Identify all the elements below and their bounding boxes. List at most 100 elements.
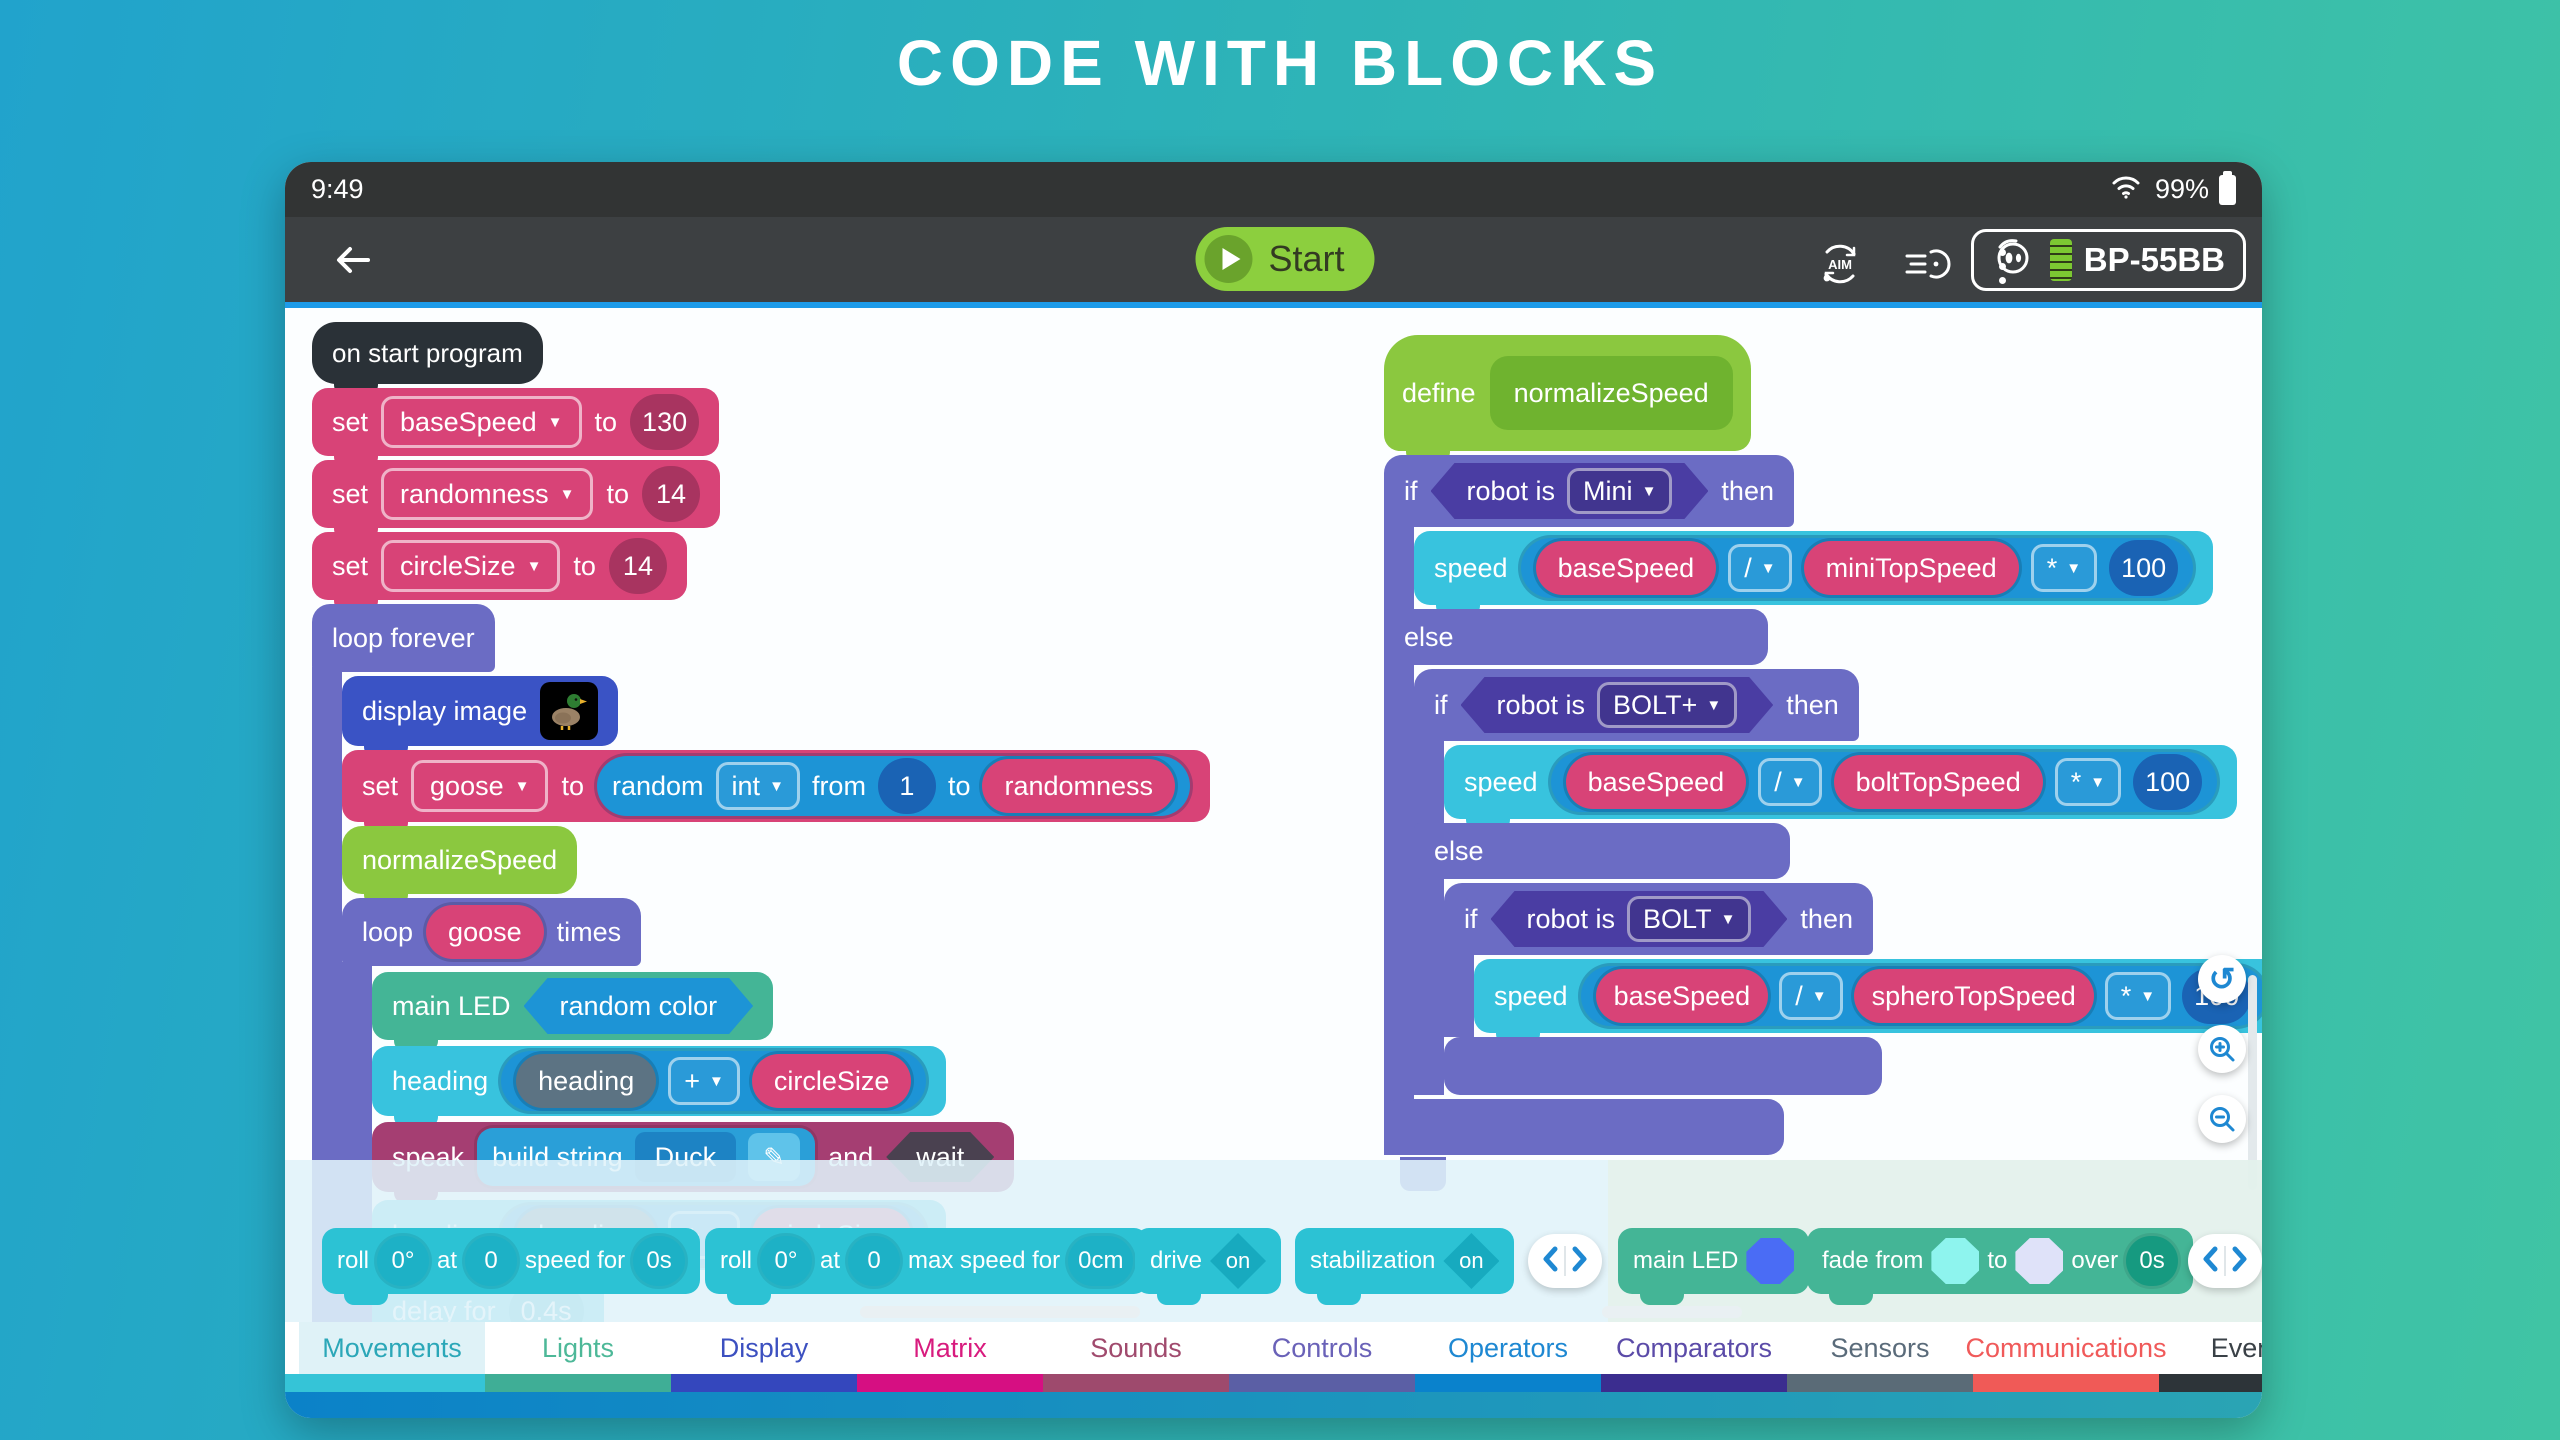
duck-image[interactable]	[540, 682, 599, 740]
toolbox-main-led-block[interactable]: main LED	[1618, 1228, 1810, 1305]
math-operator-block[interactable]: baseSpeed / ▼ spheroTopSpeed * ▼ 100	[1580, 966, 2262, 1026]
set-goose-random-block[interactable]: set goose ▼ to random int ▼ from 1 to ra…	[342, 750, 1211, 833]
tab-communications[interactable]: Communications	[1965, 1332, 2167, 1363]
value-field[interactable]: 14	[642, 466, 701, 522]
variable-pill[interactable]: boltTopSpeed	[1833, 755, 2043, 809]
variable-pill[interactable]: baseSpeed	[1565, 755, 1747, 809]
zoom-in-button[interactable]	[2198, 1025, 2246, 1073]
loop-times-block[interactable]: loop goose times	[342, 898, 642, 966]
value-field[interactable]: 0s	[633, 1236, 686, 1286]
back-button[interactable]	[329, 239, 377, 281]
chevron-right-icon[interactable]	[1572, 1246, 1588, 1277]
variable-pill[interactable]: miniTopSpeed	[1803, 541, 2019, 595]
value-field[interactable]: 100	[2109, 540, 2179, 596]
operator-dropdown[interactable]: + ▼	[668, 1057, 740, 1105]
value-field[interactable]: 0s	[2126, 1236, 2179, 1286]
canvas-vertical-scrollbar[interactable]	[2248, 975, 2257, 1190]
variable-pill[interactable]: spheroTopSpeed	[1853, 969, 2094, 1023]
random-int-block[interactable]: random int ▼ from 1 to randomness	[597, 756, 1191, 816]
random-type-dropdown[interactable]: int ▼	[715, 762, 800, 810]
value-field[interactable]: 14	[608, 538, 667, 594]
math-operator-block[interactable]: baseSpeed / ▼ miniTopSpeed * ▼ 100	[1520, 538, 2194, 598]
heading-block[interactable]: heading heading + ▼ circleSize	[372, 1046, 947, 1127]
value-field[interactable]: 0	[465, 1236, 518, 1286]
variable-pill[interactable]: randomness	[982, 759, 1176, 813]
robot-is-condition[interactable]: robot is BOLT+ ▼	[1461, 677, 1774, 733]
tab-movements[interactable]: Movements	[299, 1322, 485, 1374]
set-randomness-block[interactable]: set randomness ▼ to 14	[312, 460, 721, 539]
chevron-left-icon[interactable]	[1542, 1246, 1558, 1277]
tab-display[interactable]: Display	[719, 1332, 809, 1363]
on-start-program-block[interactable]: on start program	[312, 322, 543, 395]
variable-dropdown[interactable]: randomness ▼	[381, 468, 594, 520]
operator-dropdown[interactable]: * ▼	[2054, 758, 2122, 806]
aim-icon[interactable]: AIM	[1817, 241, 1863, 292]
zoom-out-button[interactable]	[2198, 1095, 2246, 1143]
device-badge[interactable]: BP-55BB	[1970, 229, 2246, 291]
value-field[interactable]: 0cm	[1068, 1236, 1134, 1286]
toolbox-stabilization-block[interactable]: stabilization on	[1295, 1228, 1515, 1305]
robot-is-condition[interactable]: robot is BOLT ▼	[1491, 891, 1788, 947]
toolbox-fade-block[interactable]: fade from to over 0s	[1807, 1228, 2194, 1305]
variable-pill[interactable]: circleSize	[751, 1054, 912, 1108]
function-name[interactable]: normalizeSpeed	[1489, 356, 1733, 430]
operator-dropdown[interactable]: * ▼	[2104, 972, 2172, 1020]
tab-events[interactable]: Events	[2210, 1332, 2262, 1363]
tab-comparators[interactable]: Comparators	[1615, 1332, 1773, 1363]
variable-dropdown[interactable]: baseSpeed ▼	[381, 396, 582, 448]
color-swatch-to[interactable]	[2015, 1238, 2064, 1284]
chevron-left-icon[interactable]	[2202, 1246, 2218, 1277]
on-toggle[interactable]: on	[1443, 1233, 1500, 1289]
chevron-right-icon[interactable]	[2232, 1246, 2248, 1277]
drawer-scrollbar[interactable]	[1602, 1306, 1742, 1318]
robot-dropdown[interactable]: BOLT ▼	[1627, 896, 1751, 942]
if-robot-boltplus-block[interactable]: if robot is BOLT+ ▼ then	[1414, 669, 1859, 741]
variable-pill[interactable]: baseSpeed	[1595, 969, 1769, 1023]
random-color-hexagon[interactable]: random color	[524, 978, 754, 1034]
math-operator-block[interactable]: baseSpeed / ▼ boltTopSpeed * ▼ 100	[1550, 752, 2218, 812]
toolbox-roll-maxspeed-block[interactable]: roll 0° at 0 max speed for 0cm	[705, 1228, 1149, 1305]
value-field[interactable]: 1	[877, 758, 936, 814]
robot-dropdown[interactable]: BOLT+ ▼	[1597, 682, 1737, 728]
variable-dropdown[interactable]: goose ▼	[411, 760, 549, 812]
drive-settings-icon[interactable]	[1903, 244, 1951, 289]
color-swatch[interactable]	[1746, 1238, 1795, 1284]
robot-dropdown[interactable]: Mini ▼	[1567, 468, 1672, 514]
speed-bolt-block[interactable]: speed baseSpeed / ▼ boltTopSpeed * ▼ 100	[1444, 745, 2238, 830]
tab-matrix[interactable]: Matrix	[913, 1332, 987, 1363]
speed-mini-block[interactable]: speed baseSpeed / ▼ miniTopSpeed * ▼ 100	[1414, 531, 2214, 616]
if-robot-mini-block[interactable]: if robot is Mini ▼ then	[1384, 455, 1794, 527]
value-field[interactable]: 130	[630, 394, 700, 450]
value-field[interactable]: 0°	[760, 1236, 813, 1286]
tab-lights[interactable]: Lights	[541, 1332, 615, 1363]
value-field[interactable]: 0°	[377, 1236, 430, 1286]
variable-pill[interactable]: baseSpeed	[1535, 541, 1717, 595]
display-image-block[interactable]: display image	[342, 676, 619, 757]
operator-dropdown[interactable]: / ▼	[1758, 758, 1822, 806]
color-swatch-from[interactable]	[1931, 1238, 1980, 1284]
variable-pill[interactable]: goose	[426, 905, 544, 959]
else-row[interactable]: else	[1384, 609, 1768, 665]
toolbox-drive-block[interactable]: drive on	[1135, 1228, 1282, 1305]
tab-sounds[interactable]: Sounds	[1090, 1332, 1182, 1363]
operator-dropdown[interactable]: * ▼	[2030, 544, 2098, 592]
operator-dropdown[interactable]: / ▼	[1779, 972, 1843, 1020]
call-normalizespeed-block[interactable]: normalizeSpeed	[342, 826, 578, 905]
variable-dropdown[interactable]: circleSize ▼	[381, 540, 561, 592]
value-field[interactable]: 0	[848, 1236, 901, 1286]
else-row[interactable]: else	[1414, 823, 1790, 879]
tab-operators[interactable]: Operators	[1447, 1332, 1569, 1363]
set-basespeed-block[interactable]: set baseSpeed ▼ to 130	[312, 388, 720, 467]
tab-controls[interactable]: Controls	[1271, 1332, 1373, 1363]
speed-sphero-block[interactable]: speed baseSpeed / ▼ spheroTopSpeed * ▼ 1…	[1474, 959, 2262, 1044]
loop-forever-block[interactable]: loop forever	[312, 604, 495, 672]
operator-dropdown[interactable]: / ▼	[1728, 544, 1792, 592]
math-operator-block[interactable]: heading + ▼ circleSize	[501, 1051, 927, 1111]
toolbox-roll-speed-block[interactable]: roll 0° at 0 speed for 0s	[322, 1228, 701, 1305]
drawer-scrollbar[interactable]	[860, 1306, 1140, 1318]
value-field[interactable]: 100	[2133, 754, 2203, 810]
tab-sensors[interactable]: Sensors	[1830, 1332, 1930, 1363]
robot-is-condition[interactable]: robot is Mini ▼	[1431, 463, 1709, 519]
main-led-block[interactable]: main LED random color	[372, 972, 774, 1051]
sensor-pill[interactable]: heading	[516, 1054, 657, 1108]
